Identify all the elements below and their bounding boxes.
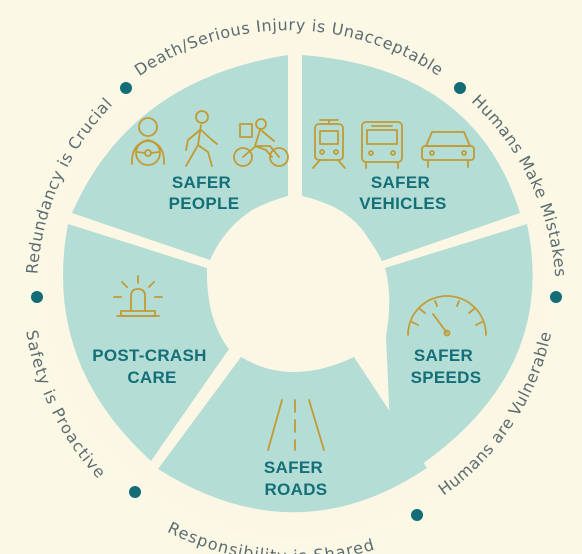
dot-responsibility-end xyxy=(411,509,423,521)
driver-icon xyxy=(131,117,165,166)
label-safer-people-line1: SAFER xyxy=(172,173,231,192)
pedestrian-icon xyxy=(185,110,218,167)
label-post-crash-care-line2: CARE xyxy=(127,368,176,387)
label-safer-speeds: SAFER SPEEDS xyxy=(411,346,482,387)
speedometer-icon xyxy=(407,295,487,337)
dot-mistakes-start xyxy=(454,82,466,94)
segment-safer-vehicles xyxy=(302,55,520,261)
wheel-center xyxy=(211,198,381,368)
label-safer-vehicles-line1: SAFER xyxy=(371,173,430,192)
label-safer-speeds-line2: SPEEDS xyxy=(411,368,482,387)
dot-proactive-end xyxy=(129,486,141,498)
label-safer-speeds-line1: SAFER xyxy=(414,346,473,365)
label-safer-roads: SAFER ROADS xyxy=(264,458,328,499)
segment-safer-people xyxy=(72,55,288,260)
label-safer-roads-line1: SAFER xyxy=(264,458,323,477)
label-safer-people: SAFER PEOPLE xyxy=(169,173,240,213)
label-post-crash-care-line1: POST-CRASH xyxy=(92,346,206,365)
siren-icon xyxy=(113,275,163,317)
label-safer-vehicles-line2: VEHICLES xyxy=(359,194,446,213)
label-safer-vehicles: SAFER VEHICLES xyxy=(359,173,446,213)
car-icon xyxy=(421,131,475,168)
dot-death-start xyxy=(120,82,132,94)
bus-icon xyxy=(361,121,403,169)
dot-vulnerable-start xyxy=(550,291,562,303)
tram-icon xyxy=(312,119,346,169)
segment-safer-speeds xyxy=(385,224,533,467)
dot-redundancy-start xyxy=(31,291,43,303)
road-icon xyxy=(267,399,325,451)
label-safer-roads-line2: ROADS xyxy=(265,480,328,499)
principle-dots xyxy=(31,82,562,521)
label-safer-people-line2: PEOPLE xyxy=(169,194,240,213)
cyclist-icon xyxy=(233,118,289,167)
label-post-crash-care: POST-CRASH CARE xyxy=(92,346,212,387)
segment-safer-roads xyxy=(158,357,427,513)
segment-post-crash-care xyxy=(62,224,229,461)
